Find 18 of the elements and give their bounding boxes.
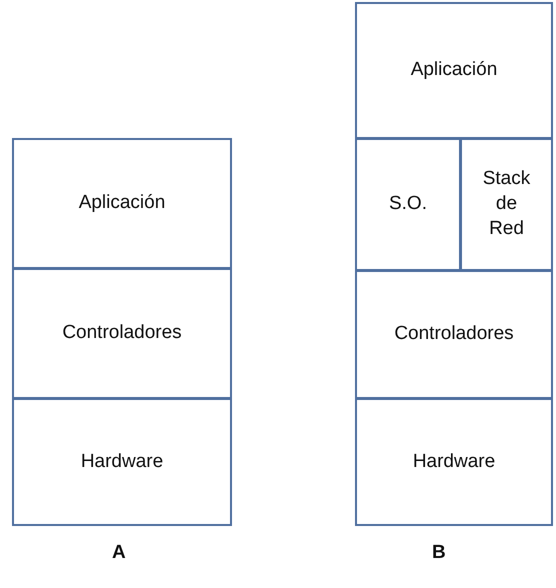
layer-box	[355, 2, 553, 139]
layer-box	[12, 138, 232, 269]
layer-label: S.O.	[388, 192, 427, 216]
layer-box	[12, 268, 232, 399]
layer-box	[355, 270, 553, 399]
stack-caption: A	[112, 542, 126, 564]
layer-label: Controladores	[62, 321, 182, 346]
layer-label: Hardware	[412, 450, 496, 474]
layer-box	[12, 398, 232, 526]
layer-label: Hardware	[80, 450, 164, 474]
layer-label: Controladores	[394, 322, 514, 346]
layer-label: Stack de Red	[482, 167, 532, 241]
stack-caption: B	[432, 542, 446, 564]
layer-box	[460, 138, 553, 271]
layer-box	[355, 138, 461, 271]
layer-box	[355, 398, 553, 526]
layer-label: Aplicación	[410, 58, 498, 82]
layer-label: Aplicación	[78, 191, 166, 216]
